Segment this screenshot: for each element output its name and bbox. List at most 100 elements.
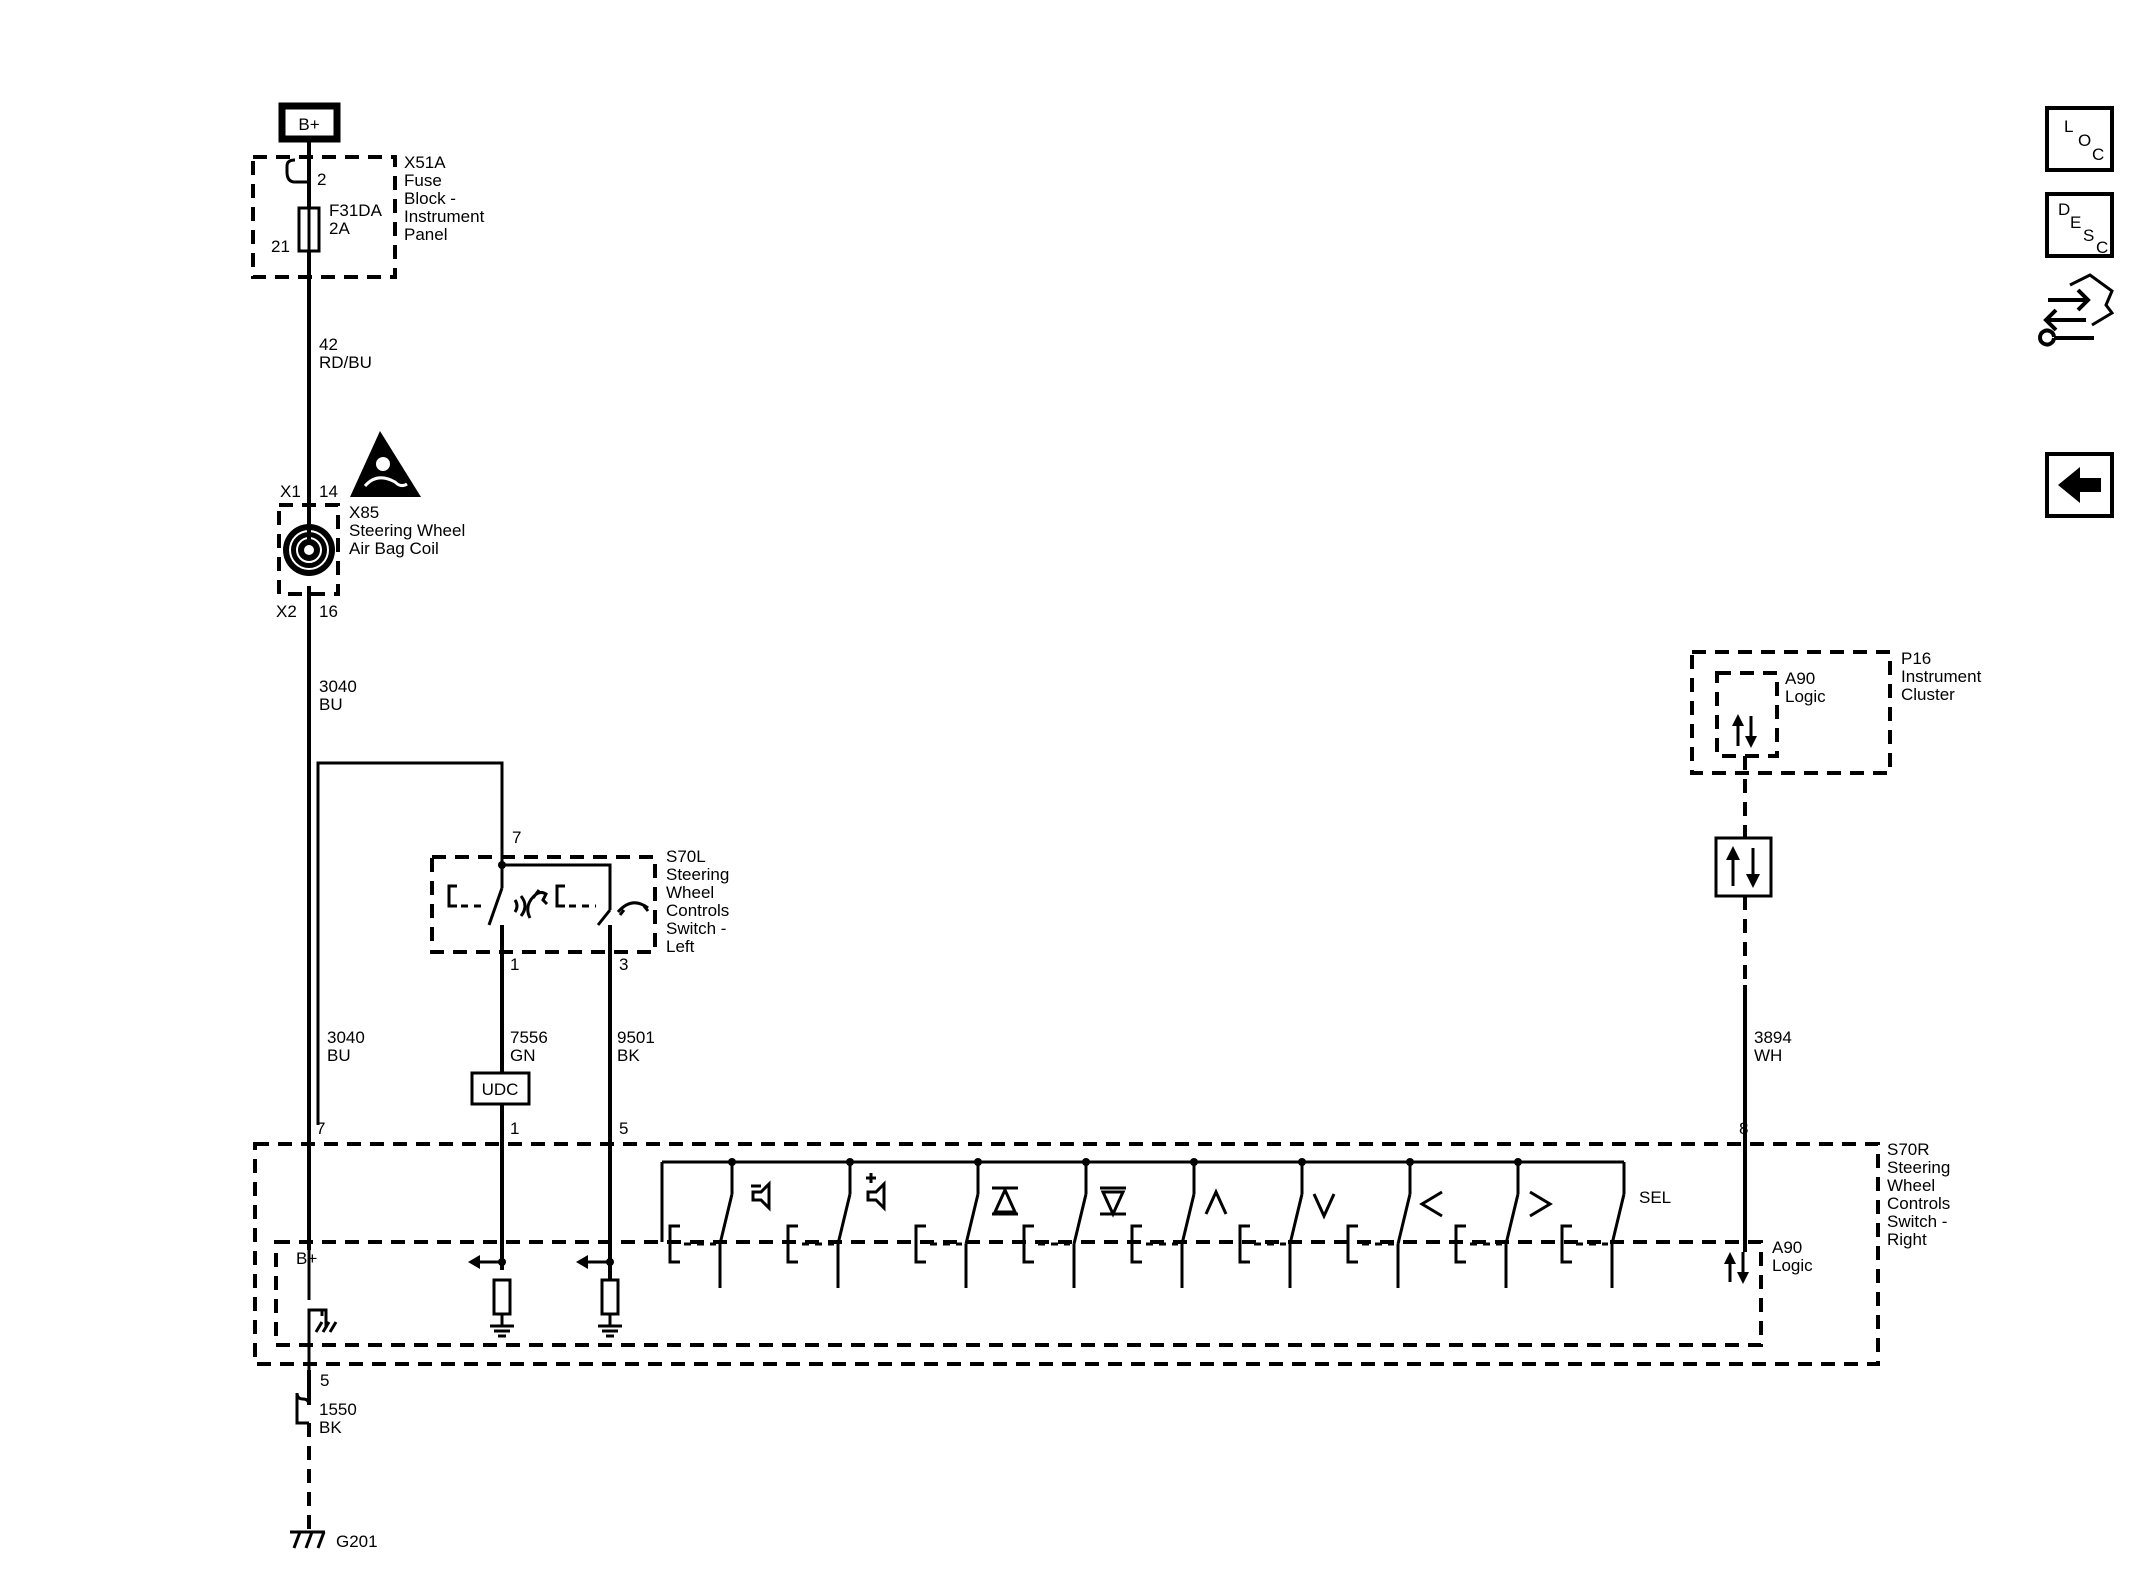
- switch-right-pin-1: 1: [510, 1119, 519, 1138]
- airbag-coil: X1 14 X2 16 X85 Steering Wheel Air Bag C…: [276, 482, 465, 621]
- voice-command-icon: [513, 889, 549, 919]
- connector-icon: [285, 158, 309, 184]
- airbag-pin-top: 14: [319, 482, 338, 501]
- favorite-down-icon: [1100, 1186, 1126, 1218]
- left-switch: [1346, 1160, 1412, 1290]
- resistor-ground-2: [576, 1140, 622, 1338]
- arrow-down-icon: [1312, 1193, 1336, 1220]
- wire-3040-upper-color: BU: [319, 695, 343, 714]
- description-button[interactable]: D E S C: [2045, 192, 2114, 258]
- fuse-id: F31DA: [329, 201, 383, 220]
- wire-3040-lower-color: BU: [327, 1046, 351, 1065]
- lin-transceiver-icon: [1732, 714, 1757, 748]
- up-switch: [1130, 1160, 1196, 1290]
- resistor-ground-1: [468, 1255, 514, 1338]
- wire-1550-circuit: 1550: [319, 1400, 357, 1419]
- favorite-down-switch: [1022, 1160, 1088, 1290]
- switch-right-pin-7: 7: [316, 1119, 325, 1138]
- switch-right-bplus: B+: [296, 1249, 317, 1268]
- desc-letter-c: C: [2096, 238, 2108, 257]
- fuse-block: 2 21 F31DA 2A X51A Fuse Block - Instrume…: [251, 153, 485, 279]
- cluster-name-2: Cluster: [1901, 685, 1955, 704]
- instrument-cluster: P16 Instrument Cluster A90 Logic: [1690, 649, 1982, 775]
- fuse-rating: 2A: [329, 219, 350, 238]
- desc-letter-e: E: [2070, 213, 2081, 232]
- arrow-left-icon: [1419, 1190, 1443, 1218]
- phone-hangup-icon: [616, 901, 650, 916]
- switch-right-pin-5-bottom: 5: [320, 1371, 329, 1390]
- wire-42-circuit: 42: [319, 335, 338, 354]
- switch-right-name-2: Wheel: [1887, 1176, 1935, 1195]
- switch-left-name-2: Wheel: [666, 883, 714, 902]
- desc-letter-s: S: [2083, 226, 2094, 245]
- switch-left-pin-top: 7: [512, 828, 521, 847]
- udc-label: UDC: [482, 1080, 519, 1099]
- udc-box: UDC: [470, 1071, 531, 1106]
- right-switch: [1454, 1160, 1520, 1290]
- favorite-up-icon: [992, 1186, 1018, 1216]
- arrow-up-icon: [1204, 1188, 1228, 1215]
- loc-letter-o: O: [2078, 131, 2091, 150]
- favorite-up-switch: [914, 1160, 980, 1290]
- switch-left-pin-1: 1: [510, 955, 519, 974]
- fuse-block-name-1: Fuse: [404, 171, 442, 190]
- switch-right-logic-label: Logic: [1772, 1256, 1813, 1275]
- volume-down-switch: [668, 1160, 734, 1290]
- switch-left-id: S70L: [666, 847, 706, 866]
- speaker-minus-icon: [751, 1180, 771, 1212]
- wire-3040-branch: [316, 761, 504, 1096]
- connector-end-view-icon[interactable]: [2038, 273, 2115, 347]
- switch-right-logic-id: A90: [1772, 1238, 1802, 1257]
- wire-3894-circuit: 3894: [1754, 1028, 1792, 1047]
- back-button[interactable]: [2045, 452, 2114, 518]
- select-switch: [1560, 1160, 1626, 1290]
- fuse-block-pin-bottom: 21: [271, 237, 290, 256]
- fuse-block-id: X51A: [404, 153, 446, 172]
- switch-right-name-3: Controls: [1887, 1194, 1950, 1213]
- location-button[interactable]: L O C: [2045, 106, 2114, 172]
- serial-data-icon: [1714, 836, 1773, 898]
- switch-right-pin-5: 5: [619, 1119, 628, 1138]
- airbag-pin-bottom: 16: [319, 602, 338, 621]
- airbag-coil-id: X85: [349, 503, 379, 522]
- chassis-ground-icon: [307, 1308, 338, 1370]
- wire-42-color: RD/BU: [319, 353, 372, 372]
- battery-positive-terminal: B+: [278, 102, 341, 143]
- lin-transceiver-icon: [1724, 1252, 1749, 1284]
- bus-junctions: [728, 1158, 1522, 1166]
- switch-right-name-5: Right: [1887, 1230, 1927, 1249]
- switch-right: 7 1 5 8 B+ S70R Steering Wheel Controls …: [253, 1119, 1950, 1370]
- wire-9501-color: BK: [617, 1046, 640, 1065]
- airbag-warning-icon: [350, 431, 421, 497]
- bplus-label: B+: [298, 115, 319, 134]
- wire-7556-circuit: 7556: [510, 1028, 548, 1047]
- loc-letter-c: C: [2092, 145, 2104, 164]
- switch-right-name-4: Switch -: [1887, 1212, 1947, 1231]
- switch-right-name-1: Steering: [1887, 1158, 1950, 1177]
- ground-icon: [290, 1530, 326, 1549]
- switch-left-name-3: Controls: [666, 901, 729, 920]
- wire-9501-circuit: 9501: [617, 1028, 655, 1047]
- loc-letter-l: L: [2064, 117, 2073, 136]
- cluster-id: P16: [1901, 649, 1931, 668]
- back-arrow-icon: [2058, 467, 2101, 503]
- airbag-coil-name-2: Air Bag Coil: [349, 539, 439, 558]
- wire-3040-lower-circuit: 3040: [327, 1028, 365, 1047]
- arrow-right-icon: [1529, 1190, 1553, 1218]
- clockspring-icon: [283, 513, 335, 576]
- wire-3894-color: WH: [1754, 1046, 1782, 1065]
- connector-icon-ground: [295, 1392, 311, 1425]
- fuse-block-name-4: Panel: [404, 225, 447, 244]
- cluster-logic-id: A90: [1785, 669, 1815, 688]
- speaker-plus-icon: [866, 1173, 886, 1212]
- airbag-conn-top: X1: [280, 482, 301, 501]
- desc-letter-d: D: [2058, 200, 2070, 219]
- wire-3040-upper-circuit: 3040: [319, 677, 357, 696]
- switch-left-name-1: Steering: [666, 865, 729, 884]
- select-label: SEL: [1639, 1188, 1671, 1207]
- ground-id: G201: [336, 1532, 378, 1551]
- down-switch: [1238, 1160, 1304, 1290]
- fuse-block-name-3: Instrument: [404, 207, 485, 226]
- wire-1550-color: BK: [319, 1418, 342, 1437]
